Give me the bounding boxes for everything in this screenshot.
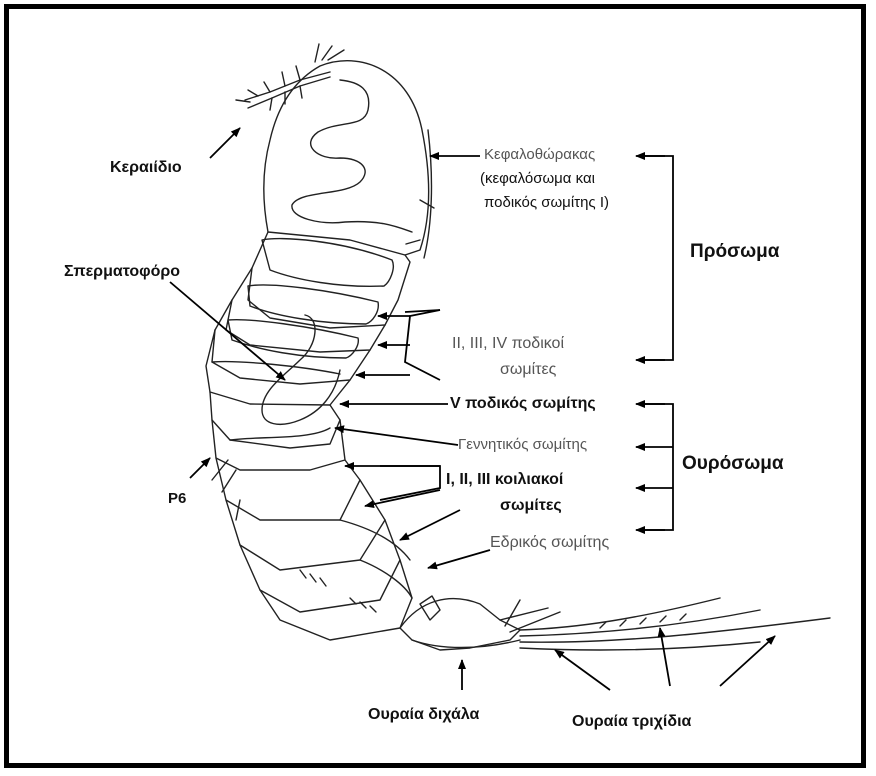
label-prosoma: Πρόσωμα: [690, 240, 779, 264]
label-kefalothorakas-line3: ποδικός σωμίτης Ι): [484, 194, 609, 213]
label-podikoi-line1: ΙΙ, ΙΙΙ, ΙV ποδικοί: [452, 334, 564, 354]
arrow-koiliakoi-2: [365, 490, 440, 506]
label-gennitikos: Γεννητικός σωμίτης: [458, 436, 587, 455]
label-p6: P6: [168, 490, 186, 509]
arrow-trixidia-1: [555, 650, 610, 690]
label-koiliakoi-line2: σωμίτες: [500, 496, 562, 516]
urosome-drawing: [210, 392, 412, 640]
arrow-keraidio: [210, 128, 240, 158]
arrow-spermatoforo: [170, 282, 285, 380]
label-edrikos: Εδρικός σωμίτης: [490, 533, 609, 553]
label-ouraia-dixala: Ουραία διχάλα: [368, 705, 479, 725]
label-ouraia-trixidia: Ουραία τριχίδια: [572, 712, 691, 732]
label-ourosoma: Ουρόσωμα: [682, 452, 784, 476]
podikoi-bracket: [405, 310, 440, 380]
prosoma-bracket: [638, 156, 673, 360]
prosome-segments-drawing: [206, 232, 410, 405]
arrow-koiliakoi-3: [400, 510, 460, 540]
label-koiliakoi-line1: Ι, ΙΙ, ΙΙΙ κοιλιακοί: [446, 470, 563, 490]
koiliakoi-fan: [380, 466, 440, 500]
arrow-edrikos: [428, 550, 490, 568]
label-kefalothorakas-line1: Κεφαλοθώρακας: [484, 146, 595, 165]
arrow-gennitikos: [335, 428, 458, 445]
arrow-p6: [190, 458, 210, 478]
label-v-podikos: V ποδικός σωμίτης: [450, 394, 596, 414]
label-keraidio: Κεραιίδιο: [110, 158, 182, 178]
label-podikoi-line2: σωμίτες: [500, 360, 556, 380]
antennule-drawing: [236, 44, 344, 110]
ourosoma-bracket: [638, 404, 673, 530]
caudal-setae-drawing: [520, 598, 830, 650]
label-kefalothorakas-line2: (κεφαλόσωμα και: [480, 170, 595, 189]
label-spermatoforo: Σπερματοφόρο: [64, 262, 180, 282]
